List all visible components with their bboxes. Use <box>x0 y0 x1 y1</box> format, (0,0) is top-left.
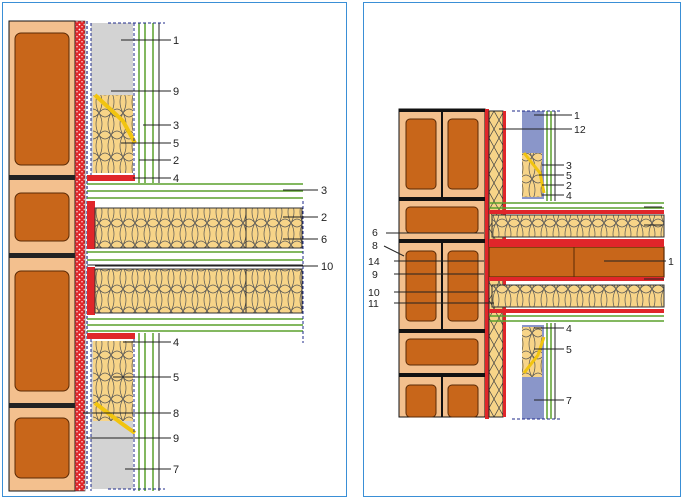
callout-label: 12 <box>574 124 586 136</box>
right-upper-lining <box>512 110 562 201</box>
callout-label: 4 <box>566 190 572 202</box>
right-leaders <box>383 114 666 401</box>
right-detail-drawing: 1 12 3 5 2 4 6 8 14 9 10 11 1 4 5 7 <box>368 108 674 420</box>
callout-label: 7 <box>173 464 179 476</box>
plaster-layer <box>74 20 86 492</box>
callout-label: 1 <box>574 110 580 122</box>
callout-label: 10 <box>321 261 333 273</box>
callout-label: 5 <box>173 138 179 150</box>
callout-label: 1 <box>173 35 179 47</box>
callout-label: 14 <box>368 256 380 268</box>
callout-label: 9 <box>173 433 179 445</box>
left-callouts: 1 9 3 5 2 4 3 2 6 10 4 5 8 9 7 <box>173 35 333 476</box>
callout-label: 9 <box>173 86 179 98</box>
callout-label: 4 <box>173 337 179 349</box>
callout-label: 5 <box>173 372 179 384</box>
callout-label: 8 <box>372 240 378 252</box>
left-detail-drawing: 1 9 3 5 2 4 3 2 6 10 4 5 8 9 7 <box>8 20 333 492</box>
callout-label: 4 <box>566 323 572 335</box>
lower-wall-lining <box>87 333 165 491</box>
callout-label: 5 <box>566 170 572 182</box>
callout-label: 1 <box>668 256 674 268</box>
left-leaders <box>83 39 318 470</box>
callout-label: 3 <box>566 160 572 172</box>
callout-label: 2 <box>173 155 179 167</box>
callout-label: 3 <box>321 185 327 197</box>
callout-label: 2 <box>321 212 327 224</box>
callout-label: 3 <box>173 120 179 132</box>
callout-label: 2 <box>566 180 572 192</box>
left-detail-panel: 1 9 3 5 2 4 3 2 6 10 4 5 8 9 7 <box>2 2 347 497</box>
floor-assembly <box>87 183 304 343</box>
callout-label: 11 <box>368 298 379 310</box>
callout-label: 9 <box>372 269 378 281</box>
callout-label: 10 <box>368 287 380 299</box>
right-lower-lining <box>512 323 562 420</box>
right-red-strip <box>485 109 489 419</box>
callout-label: 6 <box>372 227 378 239</box>
upper-wall-lining <box>87 22 165 183</box>
callout-label: 4 <box>173 173 179 185</box>
right-floor-assembly <box>488 202 665 322</box>
callout-label: 5 <box>566 344 572 356</box>
right-brick-wall <box>398 108 486 418</box>
callout-label: 7 <box>566 395 572 407</box>
right-callouts: 1 12 3 5 2 4 6 8 14 9 10 11 1 4 5 7 <box>368 110 674 407</box>
brick-wall <box>8 20 76 492</box>
callout-label: 6 <box>321 234 327 246</box>
right-detail-panel: 1 12 3 5 2 4 6 8 14 9 10 11 1 4 5 7 <box>363 2 681 497</box>
callout-label: 8 <box>173 408 179 420</box>
